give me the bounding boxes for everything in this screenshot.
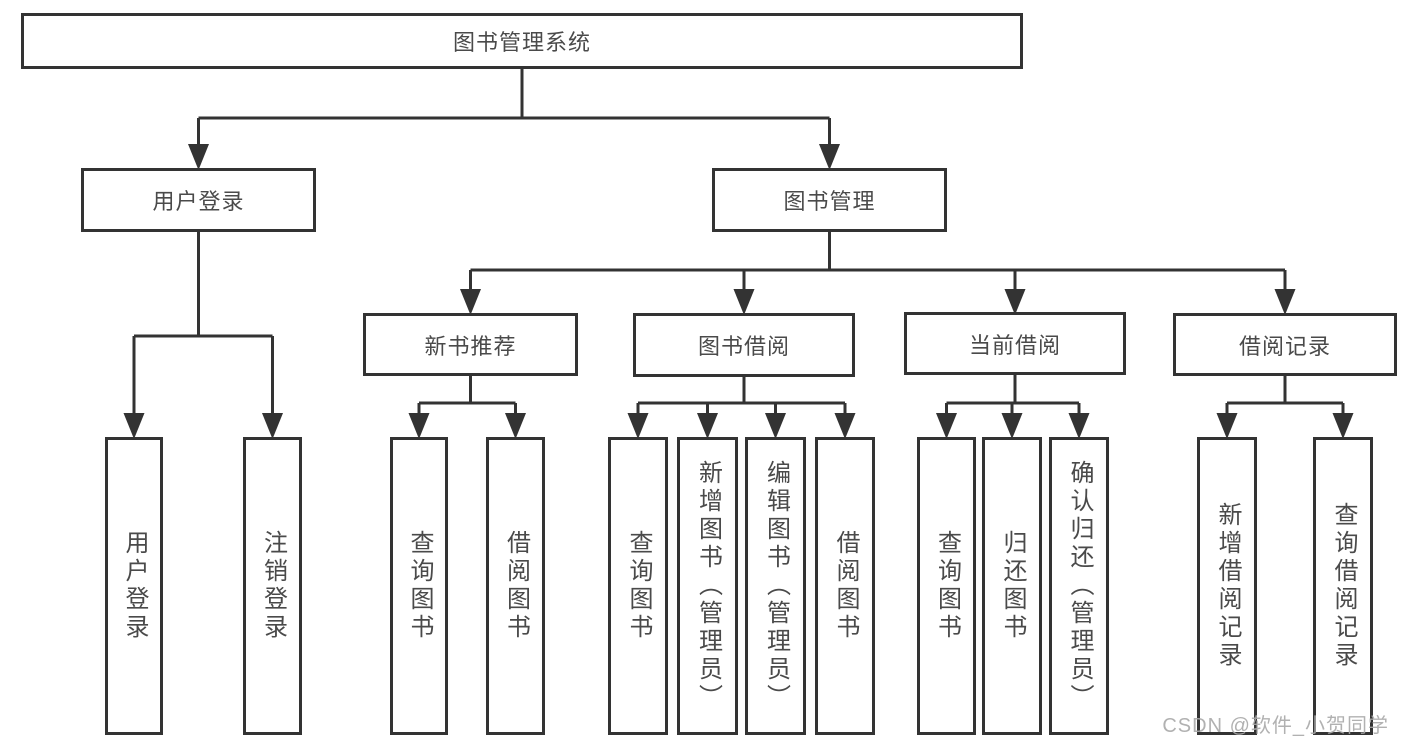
leaf-query-books-2: 查询图书: [608, 437, 668, 735]
arrowhead-icon: [1274, 289, 1296, 315]
leaf-borrow-books-2: 借阅图书: [815, 437, 875, 735]
arrowhead-icon: [1332, 413, 1354, 439]
arrowhead-icon: [123, 413, 145, 439]
node-new-book-recommend: 新书推荐: [363, 313, 578, 376]
branch-book-borrow: [636, 377, 847, 413]
arrowhead-icon: [697, 413, 718, 439]
leaf-query-books-3: 查询图书: [917, 437, 976, 735]
branch-new-book-recommend: [417, 376, 517, 413]
leaf-edit-book-admin: 编辑图书（管理员）: [745, 437, 806, 735]
arrowhead-icon: [460, 289, 481, 315]
branch-book-management: [469, 232, 1287, 289]
leaf-borrow-books-1: 借阅图书: [486, 437, 545, 735]
leaf-user-login: 用户登录: [105, 437, 163, 735]
leaf-confirm-return-admin: 确认归还（管理员）: [1049, 437, 1109, 735]
node-root: 图书管理系统: [21, 13, 1023, 69]
node-book-management: 图书管理: [712, 168, 947, 232]
branch-borrow-records: [1225, 376, 1345, 413]
arrowhead-icon: [188, 144, 209, 170]
leaf-return-book: 归还图书: [982, 437, 1042, 735]
arrowhead-icon: [1068, 413, 1090, 439]
leaf-query-books-1: 查询图书: [390, 437, 448, 735]
leaf-add-borrow-record: 新增借阅记录: [1197, 437, 1257, 735]
csdn-watermark: CSDN @软件_小贺同学: [1162, 715, 1389, 737]
branch-root: [197, 69, 831, 144]
arrowhead-icon: [262, 413, 283, 439]
arrowhead-icon: [834, 413, 856, 439]
arrowhead-icon: [505, 413, 526, 439]
leaf-query-borrow-record: 查询借阅记录: [1313, 437, 1373, 735]
branch-current-borrow: [945, 375, 1081, 413]
node-user-login: 用户登录: [81, 168, 316, 232]
arrowhead-icon: [936, 413, 957, 439]
arrowhead-icon: [1001, 413, 1023, 439]
node-current-borrow: 当前借阅: [904, 312, 1126, 375]
arrowhead-icon: [765, 413, 786, 439]
node-borrow-records: 借阅记录: [1173, 313, 1397, 376]
leaf-add-book-admin: 新增图书（管理员）: [677, 437, 738, 735]
arrowhead-icon: [408, 413, 430, 439]
arrowhead-icon: [1216, 413, 1238, 439]
node-book-borrow: 图书借阅: [633, 313, 855, 377]
arrowhead-icon: [819, 144, 840, 170]
arrowhead-icon: [627, 413, 649, 439]
arrowhead-icon: [733, 289, 755, 315]
branch-user-login: [132, 232, 274, 413]
leaf-logout: 注销登录: [243, 437, 302, 735]
